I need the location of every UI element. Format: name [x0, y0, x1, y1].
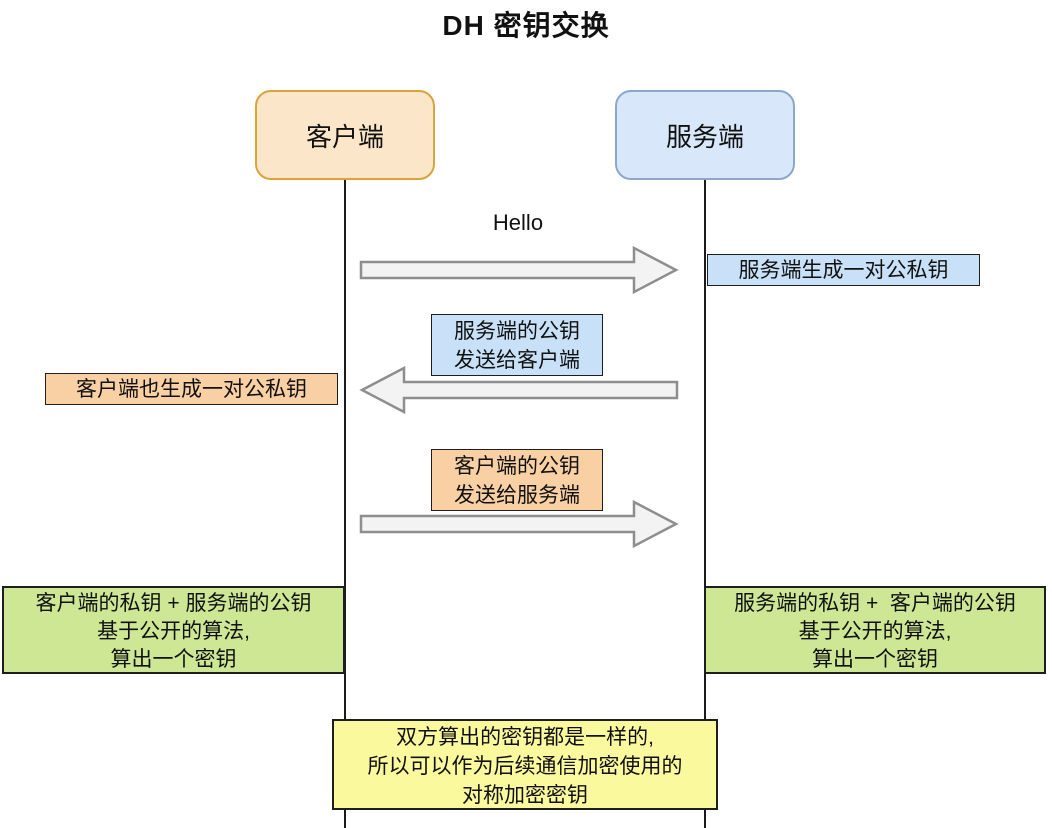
client-compute-line2: 基于公开的算法,	[97, 620, 250, 643]
server-actor-box: 服务端	[615, 90, 795, 180]
client-compute-line3: 算出一个密钥	[110, 648, 237, 671]
client-actor-label: 客户端	[305, 121, 384, 152]
client-compute-line1: 客户端的私钥 + 服务端的公钥	[35, 592, 312, 615]
server-compute-line3: 算出一个密钥	[812, 648, 938, 671]
server-compute-note: 服务端的私钥 + 客户端的公钥 基于公开的算法, 算出一个密钥	[704, 586, 1046, 674]
client-lifeline	[344, 180, 346, 828]
arrow-right-icon	[359, 500, 679, 548]
client-pubkey-message-line2: 发送给服务端	[454, 484, 580, 507]
server-compute-line1: 服务端的私钥 + 客户端的公钥	[734, 592, 1016, 615]
conclusion-line1: 双方算出的密钥都是一样的,	[396, 726, 654, 749]
server-compute-line2: 基于公开的算法,	[798, 620, 952, 643]
server-keygen-note: 服务端生成一对公私钥	[707, 254, 980, 286]
server-actor-label: 服务端	[665, 121, 744, 152]
conclusion-note: 双方算出的密钥都是一样的, 所以可以作为后续通信加密使用的 对称加密密钥	[332, 719, 718, 810]
conclusion-line2: 所以可以作为后续通信加密使用的	[367, 755, 683, 778]
server-pubkey-message-box: 服务端的公钥 发送给客户端	[431, 314, 603, 376]
server-lifeline	[704, 180, 706, 828]
arrow-right-icon	[359, 246, 679, 294]
hello-message-label: Hello	[492, 210, 544, 235]
client-pubkey-message-box: 客户端的公钥 发送给服务端	[431, 449, 603, 511]
client-keygen-note: 客户端也生成一对公私钥	[45, 373, 338, 405]
diagram-title: DH 密钥交换	[442, 10, 610, 41]
server-pubkey-message-line1: 服务端的公钥	[454, 320, 580, 343]
client-compute-note: 客户端的私钥 + 服务端的公钥 基于公开的算法, 算出一个密钥	[2, 586, 345, 674]
client-pubkey-message-line1: 客户端的公钥	[454, 455, 580, 478]
conclusion-line3: 对称加密密钥	[462, 784, 588, 807]
arrow-left-icon	[359, 366, 679, 414]
client-actor-box: 客户端	[255, 90, 435, 180]
server-pubkey-message-line2: 发送给客户端	[454, 349, 580, 372]
